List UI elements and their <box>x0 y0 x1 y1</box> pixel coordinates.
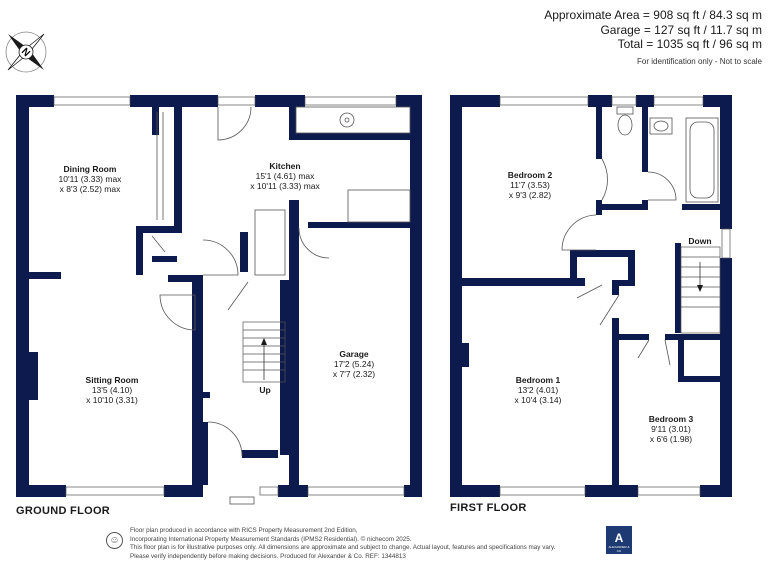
door-swing <box>601 158 608 201</box>
room-dimension: 17'2 (5.24) <box>334 359 375 369</box>
room-sitting: Sitting Room 13'5 (4.10) x 10'10 (3.31) <box>86 375 139 405</box>
disclaimer-line: Incorporating International Property Mea… <box>130 535 412 543</box>
door-swing <box>298 227 330 259</box>
total-area: Total = 1035 sq ft / 96 sq m <box>617 37 762 51</box>
door-swing <box>227 281 249 311</box>
room-garage: Garage 17'2 (5.24) x 7'7 (2.32) <box>333 349 375 379</box>
door-swing <box>637 339 650 359</box>
arrow-up-icon <box>261 338 267 345</box>
disclaimer-line: Floor plan produced in accordance with R… <box>130 527 358 534</box>
room-dimension: x 9'3 (2.82) <box>509 190 551 200</box>
bath-icon <box>685 117 719 203</box>
ground-floor-label: GROUND FLOOR <box>16 505 111 517</box>
first-floor-fixtures <box>561 106 719 366</box>
info-icon: ☺ <box>106 532 123 549</box>
room-bedroom-3: Bedroom 3 9'11 (3.01) x 6'6 (1.98) <box>649 414 694 444</box>
toilet-icon <box>616 106 634 115</box>
scale-note: For identification only - Not to scale <box>637 56 762 66</box>
first-floor-label: FIRST FLOOR <box>450 502 527 514</box>
room-dimension: 13'5 (4.10) <box>92 385 133 395</box>
door-swing <box>599 294 620 326</box>
room-name: Garage <box>339 349 369 359</box>
door-swing <box>207 421 243 457</box>
room-dimension: x 10'10 (3.31) <box>86 395 138 405</box>
room-kitchen: Kitchen 15'1 (4.61) max x 10'11 (3.33) m… <box>250 161 320 191</box>
area-summary: Approximate Area = 908 sq ft / 84.3 sq m… <box>544 8 762 69</box>
door-swing <box>217 106 252 141</box>
door-swing <box>151 235 166 253</box>
room-dimension: 15'1 (4.61) max <box>256 171 316 181</box>
room-dimension: x 8'3 (2.52) max <box>60 184 121 194</box>
disclaimer-line: This floor plan is for illustrative purp… <box>130 544 556 552</box>
room-bedroom-1: Bedroom 1 13'2 (4.01) x 10'4 (3.14) <box>515 375 562 405</box>
room-name: Dining Room <box>64 164 117 174</box>
kitchen-counter <box>295 106 411 134</box>
stairs-up-label: Up <box>259 385 270 395</box>
brand-logo: A ALEXANDER & CO <box>606 526 632 554</box>
compass-icon: N <box>5 31 47 73</box>
room-dimension: x 10'11 (3.33) max <box>250 181 320 191</box>
door-swing <box>561 214 597 251</box>
stairs-down-label: Down <box>688 236 711 246</box>
first-floor-stairs <box>680 246 721 334</box>
disclaimer-line: Please verify independently before makin… <box>130 552 406 560</box>
ground-floor-fixtures <box>151 106 411 505</box>
room-dimension: x 6'6 (1.98) <box>650 434 692 444</box>
room-name: Kitchen <box>269 161 300 171</box>
room-dimension: 10'11 (3.33) max <box>59 174 123 184</box>
basin-icon <box>649 117 673 135</box>
folding-doors <box>156 112 164 220</box>
approximate-area: Approximate Area = 908 sq ft / 84.3 sq m <box>544 8 762 22</box>
room-name: Bedroom 1 <box>516 375 561 385</box>
first-floor-walls <box>450 95 732 497</box>
room-dimension: 11'7 (3.53) <box>510 180 550 190</box>
garage-area: Garage = 127 sq ft / 11.7 sq m <box>600 22 762 37</box>
ground-floor-stairs <box>242 321 286 383</box>
arrow-down-icon <box>697 285 703 292</box>
room-dimension: x 7'7 (2.32) <box>333 369 375 379</box>
door-swing <box>202 239 239 276</box>
ground-floor-walls <box>16 95 422 497</box>
brand-name: ALEXANDER & CO <box>608 545 630 553</box>
room-name: Sitting Room <box>86 375 139 385</box>
first-floor-windows <box>499 96 731 496</box>
room-dimension: x 10'4 (3.14) <box>515 395 562 405</box>
room-name: Bedroom 3 <box>649 414 694 424</box>
brand-initial: A <box>614 531 624 545</box>
room-dimension: 13'2 (4.01) <box>518 385 559 395</box>
sink-icon <box>339 112 355 128</box>
door-swing <box>159 294 196 331</box>
room-dining: Dining Room 10'11 (3.33) max x 8'3 (2.52… <box>59 164 123 194</box>
room-bedroom-2: Bedroom 2 11'7 (3.53) x 9'3 (2.82) <box>508 170 553 200</box>
door-swing <box>576 284 603 299</box>
room-name: Bedroom 2 <box>508 170 553 180</box>
ground-floor-windows <box>53 96 405 496</box>
disclaimer: Floor plan produced in accordance with R… <box>130 527 610 561</box>
door-swing <box>647 171 677 201</box>
room-dimension: 9'11 (3.01) <box>651 424 691 434</box>
door-swing <box>664 339 671 366</box>
kitchen-worktop <box>347 189 411 223</box>
